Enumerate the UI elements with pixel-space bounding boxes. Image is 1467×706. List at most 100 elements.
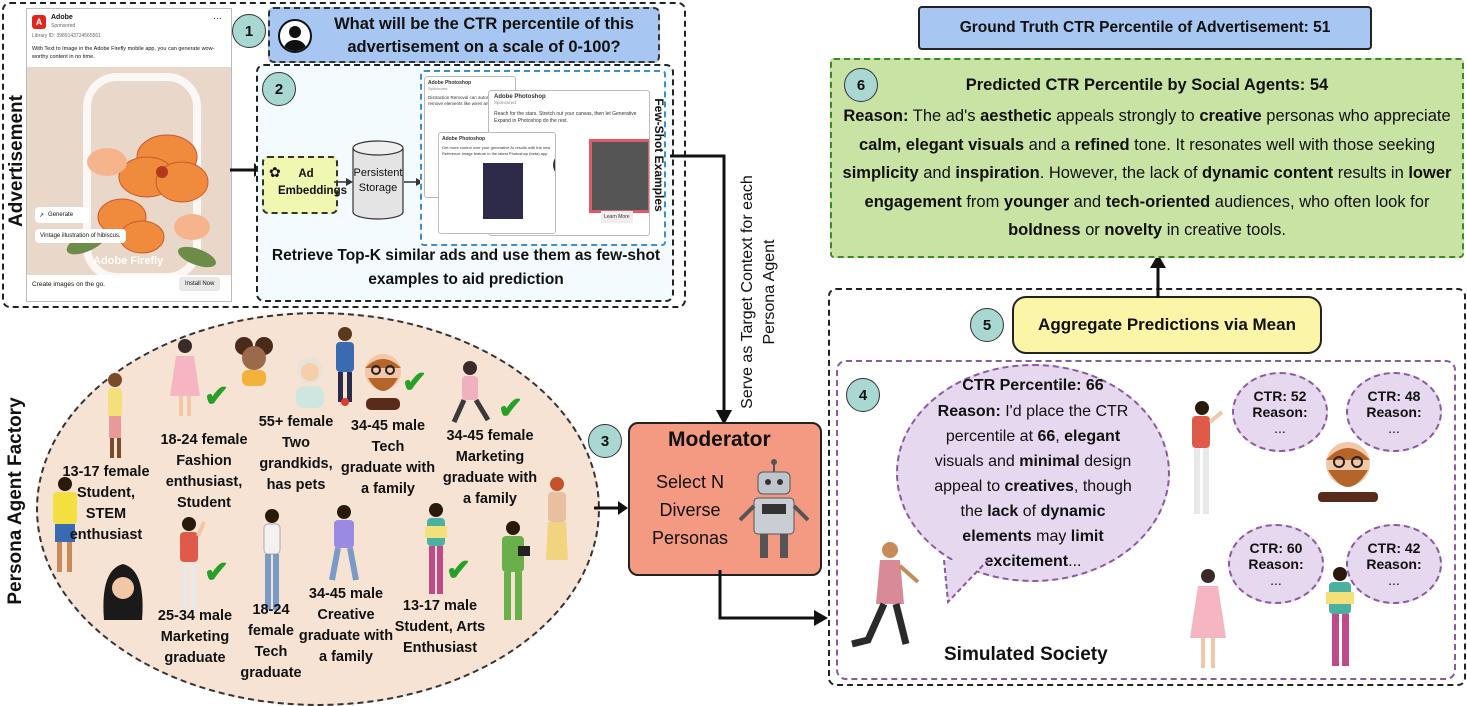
- play-icon[interactable]: ▶: [553, 153, 555, 177]
- small-bubble-reason: Reason:: [1252, 404, 1308, 420]
- example-ad-3-text: Get more control over your generative AI…: [442, 145, 551, 156]
- ad-text: With Text to Image in the Adobe Firefly …: [32, 46, 215, 60]
- persona-pointing-man-icon: [1192, 401, 1224, 514]
- persona-bearded-man-icon: [365, 354, 401, 410]
- persona-girl-student-icon: [108, 373, 122, 458]
- main-ctr: CTR Percentile: 66: [962, 376, 1104, 394]
- society-inner-panel: [836, 360, 1456, 680]
- persona-label-3: 55+ female Two grandkids, has pets: [258, 414, 334, 493]
- moderator-box: Moderator Select N Diverse Personas: [628, 422, 822, 576]
- small-bubble-ctr: CTR: 42: [1367, 540, 1421, 556]
- arrow-storage-to-examples: [404, 178, 423, 186]
- persona-marketing-woman-icon: [451, 361, 491, 424]
- persona-teen-girl-icon: [53, 477, 77, 572]
- context-label: Serve as Target Context for each Persona…: [739, 175, 778, 409]
- small-bubble-1: CTR: 52 Reason: ...: [1232, 372, 1328, 452]
- persona-creative-man-icon: [329, 505, 359, 581]
- moderator-body: Select N Diverse Personas: [651, 472, 729, 548]
- small-bubble-ctr: CTR: 60: [1249, 540, 1303, 556]
- ad-library-id: Library ID: 3989143724565561: [32, 33, 101, 39]
- small-bubble-ellipsis: ...: [1270, 572, 1282, 588]
- check-icon: ✔: [402, 366, 428, 399]
- main-reason-label: Reason:: [937, 402, 1001, 420]
- aggregate-label: Aggregate Predictions via Mean: [1038, 315, 1296, 334]
- step-1-badge: 1: [232, 14, 266, 48]
- small-bubble-reason: Reason:: [1366, 556, 1422, 572]
- persona-label-1: 13-17 female Student, STEM enthusiast: [62, 464, 150, 543]
- small-bubble-ctr: CTR: 48: [1367, 388, 1421, 404]
- persona-tech-man-icon: [336, 327, 354, 406]
- persistent-storage-label: Persistent Storage: [353, 167, 403, 194]
- ground-truth-label: Ground Truth CTR Percentile of Advertise…: [959, 19, 1331, 36]
- persona-label-6: 25-34 male Marketing graduate: [157, 608, 233, 666]
- persona-bearded-man-icon-2: [1318, 442, 1378, 502]
- prediction-reason-label: Reason:: [843, 107, 909, 125]
- learn-more-button[interactable]: Learn More: [601, 211, 633, 223]
- prompt-chip: Vintage illustration of hibiscus.: [35, 229, 126, 243]
- user-avatar-icon: [278, 19, 312, 53]
- prediction-box: 6 Predicted CTR Percentile by Social Age…: [830, 58, 1464, 258]
- ad-card: A Adobe Sponsored ··· Library ID: 398914…: [26, 8, 232, 302]
- small-bubble-ellipsis: ...: [1388, 572, 1400, 588]
- persona-grandmother-icon: [296, 357, 324, 408]
- example-ad-2-image: [589, 139, 649, 213]
- arrow-moderator-to-society: [718, 570, 828, 626]
- persona-label-8: 34-45 male Creative graduate with a fami…: [298, 586, 394, 665]
- ad-image: ↗Generate Vintage illustration of hibisc…: [27, 67, 231, 275]
- database-icon: [352, 140, 404, 220]
- persona-fashion-girl-icon: [170, 339, 200, 416]
- example-ad-3-brand: Adobe Photoshop: [442, 136, 486, 142]
- prediction-reason: Reason: The ad's aesthetic appeals stron…: [842, 107, 1452, 239]
- question-box: What will be the CTR percentile of this …: [268, 7, 660, 63]
- arrow-embeddings-to-storage: [334, 178, 353, 186]
- persona-label-4: 34-45 male Tech graduate with a family: [340, 418, 436, 497]
- step-4-badge: 4: [846, 378, 880, 412]
- example-ad-3: Adobe Photoshop Get more control over yo…: [438, 132, 556, 234]
- main-reason-bubble: CTR Percentile: 66 Reason: I'd place the…: [896, 364, 1170, 582]
- persona-reading-man-icon: [502, 521, 530, 620]
- persona-marketing-man-icon: [180, 517, 206, 612]
- main-reason: Reason: I'd place the CTR percentile at …: [934, 402, 1132, 570]
- more-icon[interactable]: ···: [213, 13, 222, 23]
- arrow-personas-to-moderator: [594, 501, 628, 515]
- install-now-button[interactable]: Install Now: [179, 277, 221, 291]
- step-3-badge: 3: [588, 424, 622, 458]
- persona-label-7: 18-24 female Tech graduate: [240, 602, 302, 681]
- persona-fashion-girl-icon-2: [1190, 569, 1226, 668]
- advertisement-side-label: Advertisement: [6, 95, 27, 227]
- generate-label: Generate: [48, 212, 74, 218]
- persona-hijab-woman-icon: [103, 564, 143, 620]
- small-bubble-reason: Reason:: [1248, 556, 1304, 572]
- small-bubble-ctr: CTR: 52: [1253, 388, 1307, 404]
- moderator-title: Moderator: [668, 428, 771, 451]
- arrow-aggregate-to-prediction: [1150, 254, 1166, 298]
- main-bubble-tail: [943, 560, 989, 604]
- check-icon: ✔: [446, 554, 472, 587]
- ground-truth-box: Ground Truth CTR Percentile of Advertise…: [918, 6, 1372, 50]
- persona-arts-boy-icon-2: [1326, 567, 1354, 666]
- small-bubble-ellipsis: ...: [1274, 420, 1286, 436]
- check-icon: ✔: [204, 380, 230, 413]
- small-bubble-4: CTR: 42 Reason: ...: [1346, 524, 1442, 604]
- persona-tech-woman-icon: [263, 509, 281, 610]
- check-icon: ✔: [204, 556, 230, 589]
- ad-brand: Adobe: [51, 14, 73, 21]
- openai-icon: ✿: [269, 164, 281, 180]
- prediction-title: Predicted CTR Percentile by Social Agent…: [965, 76, 1329, 94]
- adobe-logo-icon: A: [32, 15, 46, 29]
- example-ad-1-text: Distraction Removal can automatically re…: [428, 95, 508, 106]
- persona-young-woman-icon: [235, 337, 273, 386]
- persona-arts-boy-icon: [425, 503, 447, 594]
- example-ad-3-image: [483, 163, 523, 219]
- generate-button[interactable]: ↗Generate: [35, 207, 89, 223]
- ad-sponsored: Sponsored: [51, 23, 76, 29]
- small-bubble-reason: Reason:: [1366, 404, 1422, 420]
- society-outer-panel: [828, 288, 1466, 686]
- ad-embeddings-label: Ad Embeddings: [278, 168, 348, 197]
- robot-icon: [738, 459, 810, 558]
- ad-embeddings-box: ✿ Ad Embeddings: [262, 156, 348, 214]
- step-6-badge: 6: [844, 68, 878, 102]
- arrow-context-to-moderator: [670, 154, 732, 425]
- persona-walking-woman-icon: [851, 542, 920, 648]
- example-ad-2-brand: Adobe Photoshop: [494, 94, 546, 100]
